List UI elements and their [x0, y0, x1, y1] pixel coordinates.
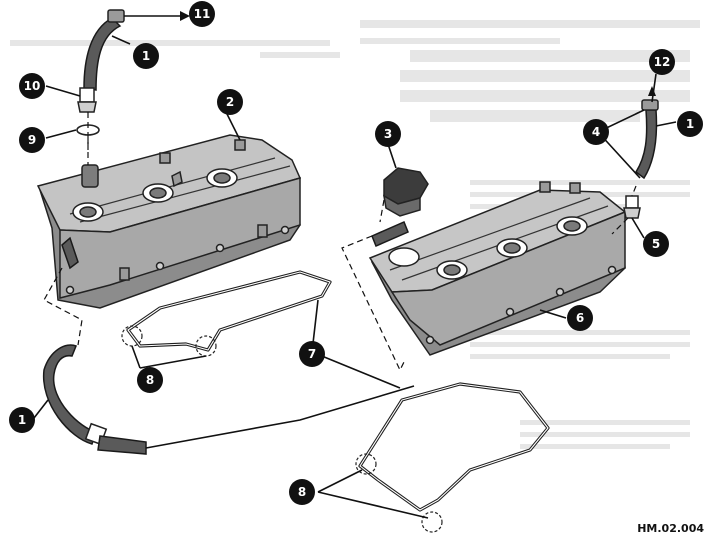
callout-1-left: 1 — [9, 407, 35, 433]
pcv-valve — [77, 87, 97, 113]
callout-9: 9 — [19, 127, 45, 153]
svg-text:9: 9 — [28, 133, 36, 147]
callout-6: 6 — [567, 305, 593, 331]
callout-4: 4 — [583, 119, 609, 145]
svg-text:1: 1 — [18, 413, 26, 427]
assembly-dashed-lines — [43, 112, 637, 372]
svg-text:8: 8 — [146, 373, 154, 387]
figure-code: HM.02.004 — [637, 522, 704, 535]
callout-8-mid: 8 — [137, 367, 163, 393]
callout-3: 3 — [375, 121, 401, 147]
arrow-to-11-icon — [180, 11, 190, 21]
svg-text:12: 12 — [654, 55, 671, 69]
seal-mark-right-b — [421, 511, 443, 533]
svg-text:2: 2 — [226, 95, 234, 109]
callout-8-bottom: 8 — [289, 479, 315, 505]
callout-11: 11 — [189, 1, 215, 27]
gasket-left — [126, 270, 332, 352]
svg-text:6: 6 — [576, 311, 584, 325]
callout-12: 12 — [649, 49, 675, 75]
svg-text:7: 7 — [308, 347, 316, 361]
left-valve-cover — [36, 134, 302, 309]
svg-text:4: 4 — [592, 125, 600, 139]
callout-2: 2 — [217, 89, 243, 115]
oil-filler-cap — [383, 167, 429, 217]
right-valve-cover — [368, 181, 627, 356]
svg-text:10: 10 — [24, 79, 41, 93]
lower-connecting-hose — [42, 344, 147, 455]
callout-7: 7 — [299, 341, 325, 367]
short-hose-right — [371, 221, 409, 247]
callout-1-right: 1 — [677, 111, 703, 137]
svg-text:5: 5 — [652, 237, 660, 251]
arrow-to-12-icon — [648, 86, 656, 96]
svg-text:11: 11 — [194, 7, 211, 21]
seal-mark-right-a — [355, 453, 377, 475]
callout-1-top: 1 — [133, 43, 159, 69]
svg-text:3: 3 — [384, 127, 392, 141]
callout-5: 5 — [643, 231, 669, 257]
pcv-valve-right — [623, 195, 641, 219]
callout-10: 10 — [19, 73, 45, 99]
svg-text:1: 1 — [686, 117, 694, 131]
svg-text:1: 1 — [142, 49, 150, 63]
top-breather-hose — [83, 9, 125, 91]
svg-text:8: 8 — [298, 485, 306, 499]
right-breather-hose — [634, 99, 659, 180]
gasket-right — [358, 382, 550, 512]
